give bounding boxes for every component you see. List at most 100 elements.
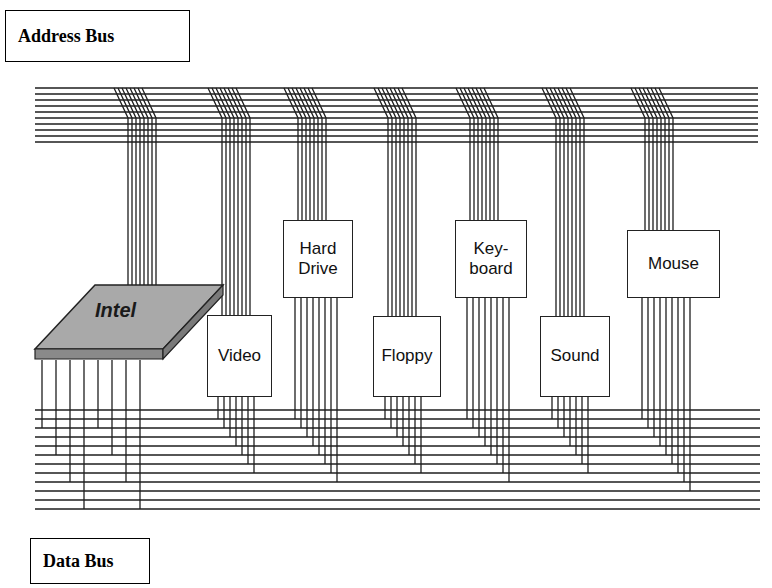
address-drop bbox=[464, 88, 478, 220]
data-line bbox=[35, 490, 760, 491]
data-drop bbox=[390, 397, 391, 428]
address-drop bbox=[402, 88, 416, 316]
address-drop bbox=[546, 88, 560, 316]
address-drop bbox=[558, 88, 572, 316]
data-line bbox=[35, 499, 760, 500]
data-drop bbox=[671, 298, 672, 464]
address-drop bbox=[639, 88, 653, 230]
data-line bbox=[35, 463, 760, 464]
address-drop bbox=[208, 88, 222, 315]
data-drop bbox=[557, 397, 558, 428]
data-line bbox=[35, 481, 760, 482]
address-drop bbox=[216, 88, 230, 315]
data-drop bbox=[318, 298, 319, 455]
address-drop bbox=[118, 88, 132, 290]
address-drop bbox=[542, 88, 556, 316]
address-drop bbox=[456, 88, 470, 220]
address-drop bbox=[550, 88, 564, 316]
address-drop bbox=[390, 88, 404, 316]
device-name: Sound bbox=[550, 346, 599, 366]
data-drop bbox=[300, 298, 301, 428]
address-drop bbox=[224, 88, 238, 315]
data-drop bbox=[484, 298, 485, 446]
address-drop bbox=[659, 88, 673, 230]
address-drop bbox=[554, 88, 568, 316]
address-drop bbox=[635, 88, 649, 230]
address-drop bbox=[570, 88, 584, 316]
address-drop bbox=[312, 88, 326, 220]
data-drop bbox=[653, 298, 654, 437]
data-drop bbox=[408, 397, 409, 455]
data-drop bbox=[563, 397, 564, 437]
address-drop bbox=[398, 88, 412, 316]
chip-pin bbox=[125, 360, 126, 482]
device-box: Mouse bbox=[627, 230, 720, 298]
data-drop bbox=[490, 298, 491, 455]
device-box: Floppy bbox=[373, 316, 441, 397]
data-drop bbox=[689, 298, 690, 491]
data-line bbox=[35, 472, 760, 473]
data-drop bbox=[659, 298, 660, 446]
address-drop bbox=[284, 88, 298, 220]
bus-label: Data Bus bbox=[30, 538, 150, 584]
data-drop bbox=[641, 298, 642, 419]
data-drop bbox=[294, 298, 295, 419]
data-drop bbox=[330, 298, 331, 473]
data-drop bbox=[478, 298, 479, 437]
chip-pin bbox=[69, 360, 70, 482]
data-drop bbox=[665, 298, 666, 455]
data-line bbox=[35, 508, 760, 509]
device-name: Mouse bbox=[648, 254, 699, 274]
data-drop bbox=[677, 298, 678, 473]
address-drop bbox=[134, 88, 148, 290]
data-drop bbox=[253, 397, 254, 473]
chip-pin bbox=[83, 360, 84, 509]
data-line bbox=[35, 445, 760, 446]
data-drop bbox=[312, 298, 313, 446]
data-drop bbox=[402, 397, 403, 446]
address-drop bbox=[288, 88, 302, 220]
address-drop bbox=[472, 88, 486, 220]
address-drop bbox=[220, 88, 234, 315]
device-name: Hard Drive bbox=[288, 239, 348, 280]
device-name: Key-board bbox=[460, 239, 522, 280]
device-box: Key-board bbox=[455, 220, 527, 298]
data-drop bbox=[569, 397, 570, 446]
address-drop bbox=[643, 88, 657, 230]
address-drop bbox=[386, 88, 400, 316]
address-drop bbox=[460, 88, 474, 220]
address-drop bbox=[476, 88, 490, 220]
data-drop bbox=[306, 298, 307, 437]
address-drop bbox=[374, 88, 388, 316]
data-drop bbox=[581, 397, 582, 464]
chip-pin bbox=[111, 360, 112, 455]
address-drop bbox=[300, 88, 314, 220]
data-drop bbox=[683, 298, 684, 482]
data-drop bbox=[502, 298, 503, 473]
address-drop bbox=[296, 88, 310, 220]
data-drop bbox=[324, 298, 325, 464]
data-drop bbox=[551, 397, 552, 419]
chip-pin bbox=[139, 360, 140, 509]
address-drop bbox=[566, 88, 580, 316]
address-drop bbox=[382, 88, 396, 316]
data-drop bbox=[575, 397, 576, 455]
data-line bbox=[35, 454, 760, 455]
data-drop bbox=[229, 397, 230, 437]
data-drop bbox=[384, 397, 385, 419]
device-box: Hard Drive bbox=[283, 220, 353, 298]
address-drop bbox=[142, 88, 156, 290]
address-drop bbox=[484, 88, 498, 220]
address-drop bbox=[304, 88, 318, 220]
address-drop bbox=[122, 88, 136, 290]
data-drop bbox=[420, 397, 421, 473]
data-drop bbox=[336, 298, 337, 482]
address-drop bbox=[130, 88, 144, 290]
data-drop bbox=[396, 397, 397, 437]
chip-outline bbox=[33, 283, 225, 367]
address-drop bbox=[114, 88, 128, 290]
data-drop bbox=[496, 298, 497, 464]
address-drop bbox=[651, 88, 665, 230]
bus-name: Data Bus bbox=[43, 551, 114, 572]
address-drop bbox=[236, 88, 250, 315]
